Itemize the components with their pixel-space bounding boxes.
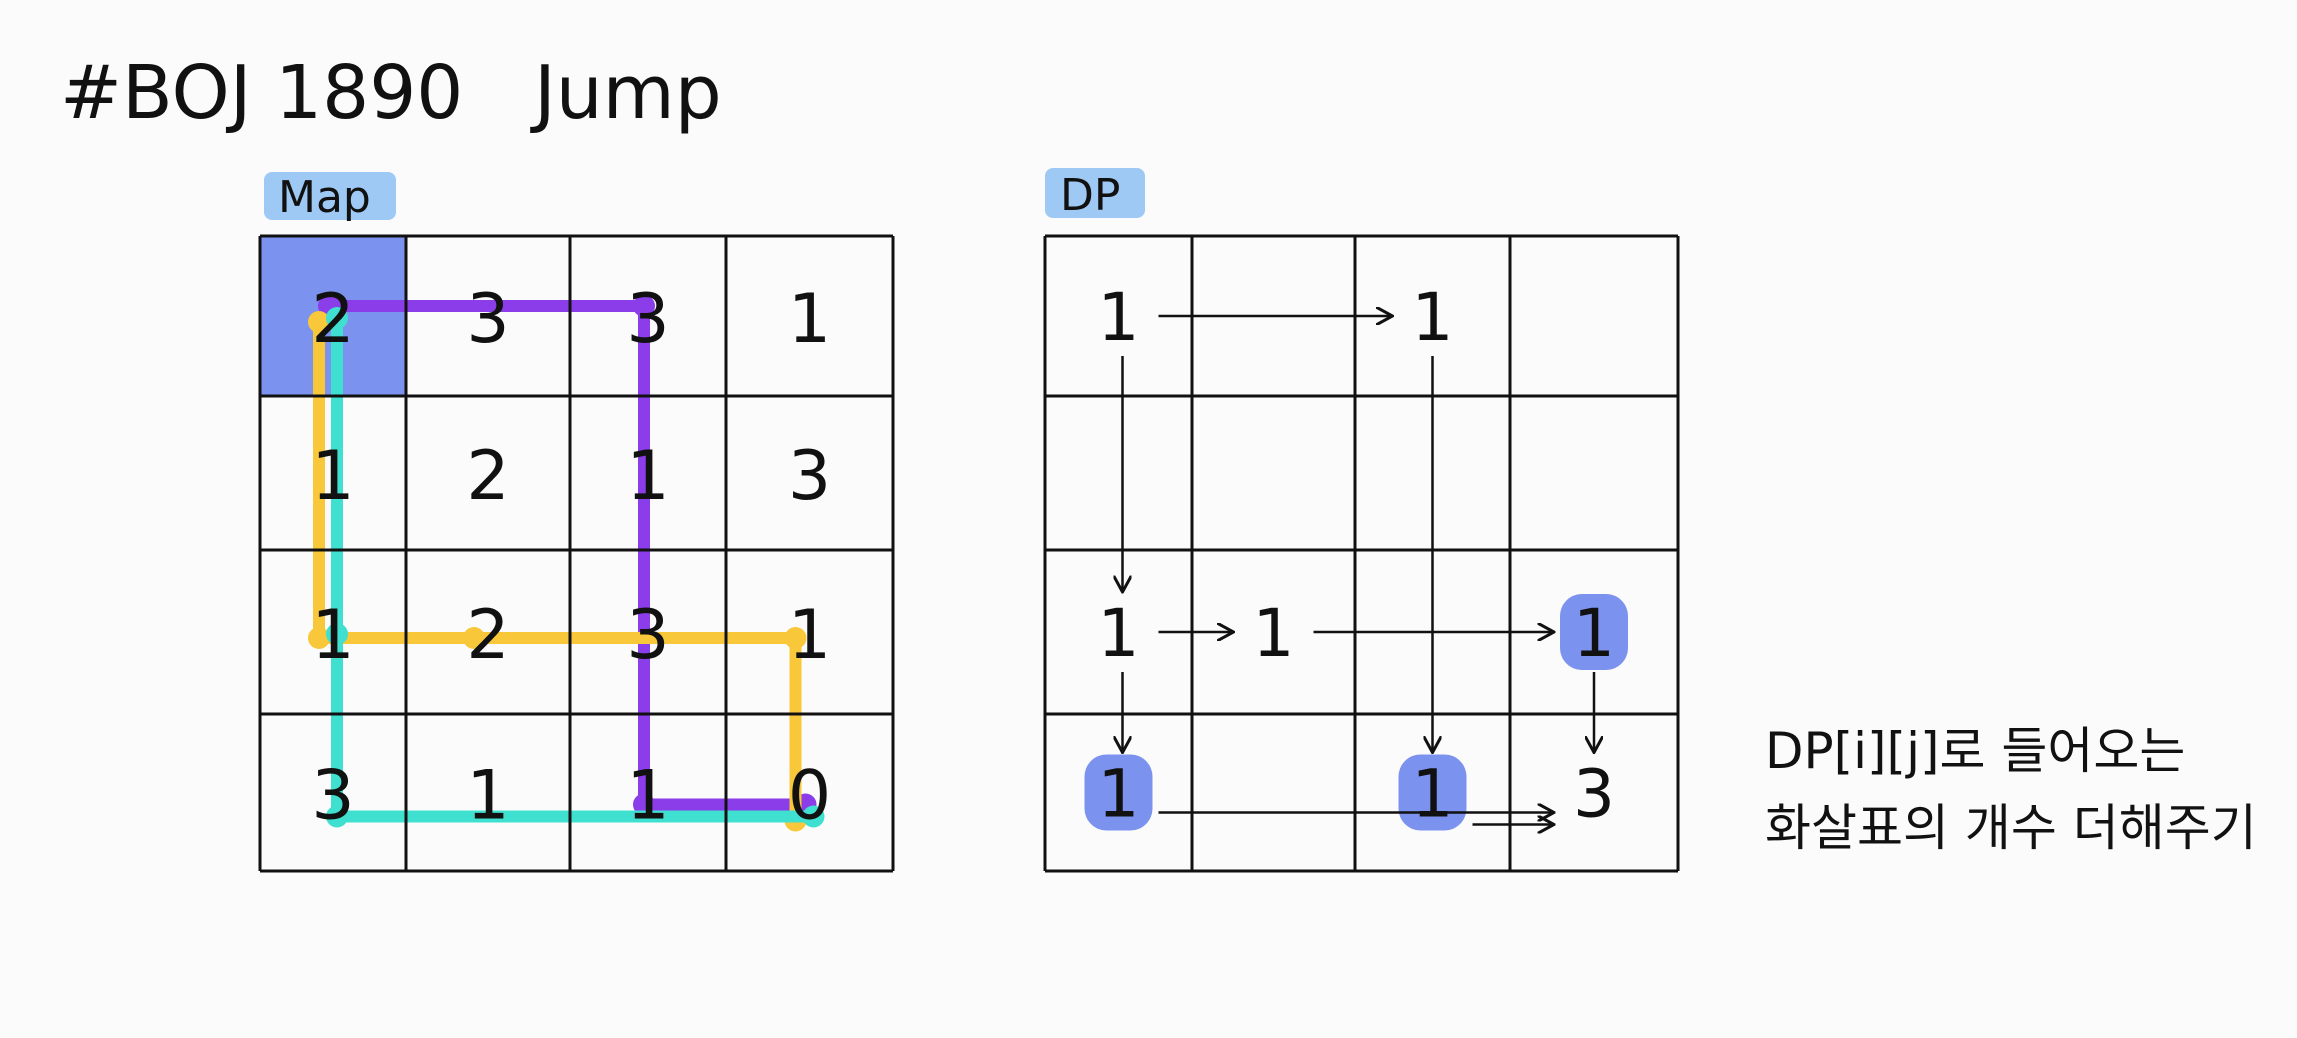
map-cell-value: 1 bbox=[311, 596, 354, 675]
map-cell-value: 0 bbox=[788, 757, 831, 836]
dp-cell-value: 3 bbox=[1573, 756, 1615, 833]
dp-panel: DP 1 1 1 1 1 1 1 3 bbox=[1043, 168, 1680, 873]
map-path-node bbox=[326, 805, 348, 828]
dp-label-bg bbox=[1045, 168, 1145, 218]
map-cell-value: 3 bbox=[466, 280, 509, 359]
map-cell-value: 1 bbox=[788, 280, 831, 359]
map-path-node bbox=[326, 623, 348, 645]
note-line-1: DP[i][j]로 들어오는 bbox=[1765, 722, 2185, 780]
dp-values: 1 1 1 1 1 1 1 3 bbox=[1098, 279, 1616, 833]
map-cell-value: 3 bbox=[626, 596, 669, 675]
map-path-node bbox=[784, 627, 807, 649]
map-cell-value: 3 bbox=[626, 280, 669, 359]
map-cell-value: 3 bbox=[788, 437, 831, 516]
map-cell-value: 1 bbox=[626, 757, 669, 836]
dp-cell-value: 1 bbox=[1253, 595, 1295, 672]
map-path-node bbox=[463, 627, 485, 649]
dp-cell-value: 1 bbox=[1412, 279, 1454, 356]
page-title: #BOJ 1890 Jump bbox=[60, 50, 722, 136]
map-label: Map bbox=[278, 172, 371, 223]
map-path-node bbox=[308, 311, 330, 333]
dp-highlight-cell bbox=[1084, 754, 1153, 831]
dp-cell-value: 1 bbox=[1412, 756, 1454, 833]
map-cell-value: 2 bbox=[466, 437, 509, 516]
dp-cell-value: 1 bbox=[1098, 595, 1140, 672]
dp-cell-value: 1 bbox=[1098, 756, 1140, 833]
map-panel: Map 2 3 3 1 1 2 1 3 1 2 3 1 3 1 1 0 bbox=[258, 172, 895, 873]
map-cell-value: 1 bbox=[311, 437, 354, 516]
map-path-node bbox=[802, 805, 825, 828]
map-path-3 bbox=[331, 312, 820, 823]
map-path-node bbox=[308, 627, 330, 649]
map-label-bg bbox=[264, 172, 396, 220]
map-path-node bbox=[633, 295, 655, 317]
dp-cell-value: 1 bbox=[1573, 595, 1615, 672]
dp-cell-value: 1 bbox=[1098, 279, 1140, 356]
map-cell-value: 2 bbox=[466, 596, 509, 675]
map-cell-value: 1 bbox=[466, 757, 509, 836]
map-grid bbox=[258, 234, 895, 873]
map-cell-value: 2 bbox=[311, 280, 354, 359]
map-cell-value: 3 bbox=[311, 757, 354, 836]
dp-grid bbox=[1043, 234, 1680, 873]
map-path-node bbox=[326, 307, 348, 329]
map-cell-value: 1 bbox=[788, 596, 831, 675]
dp-arrows bbox=[1123, 316, 1595, 825]
map-values: 2 3 3 1 1 2 1 3 1 2 3 1 3 1 1 0 bbox=[311, 280, 831, 836]
note-line-2: 화살표의 개수 더해주기 bbox=[1765, 799, 2257, 857]
map-path-node bbox=[633, 793, 655, 816]
map-cell-value: 1 bbox=[626, 437, 669, 516]
dp-label: DP bbox=[1060, 170, 1120, 221]
dp-highlight-cell bbox=[1560, 594, 1628, 670]
